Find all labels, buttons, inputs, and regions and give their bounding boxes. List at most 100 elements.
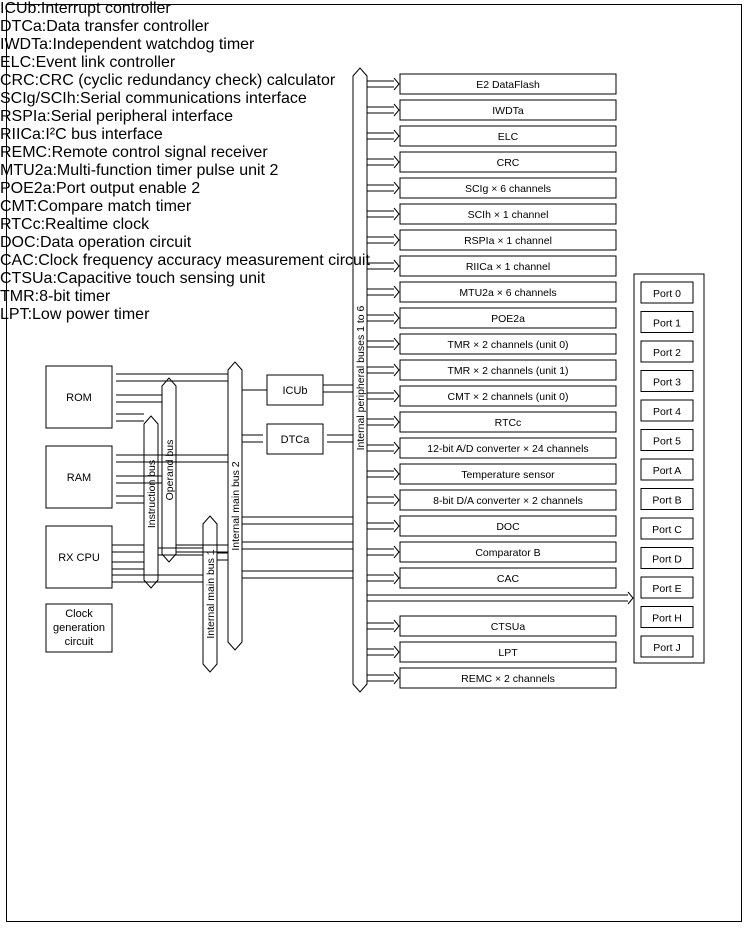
peripheral-crc: CRC xyxy=(367,151,617,173)
peripheral-riica-1-channel: RIICa × 1 channel xyxy=(367,255,617,277)
instruction-bus xyxy=(143,415,159,589)
peripheral-label: Temperature sensor xyxy=(461,469,555,481)
peripheral-tmr-2-channels-unit-0: TMR × 2 channels (unit 0) xyxy=(367,333,617,355)
legend-desc: Data operation circuit xyxy=(40,234,192,251)
legend-row: SCIg/SCIh:Serial communications interfac… xyxy=(0,90,750,108)
port-group xyxy=(633,273,705,664)
peripheral-label: CAC xyxy=(497,573,520,585)
port-box xyxy=(640,606,694,628)
peripheral-cac: CAC xyxy=(367,567,617,589)
peripheral-box xyxy=(399,541,617,563)
legend-desc: 8-bit timer xyxy=(39,288,111,305)
legend-row: LPT:Low power timer xyxy=(0,306,750,324)
peripheral-box xyxy=(399,641,617,663)
legend-row: IWDTa:Independent watchdog timer xyxy=(0,36,750,54)
port-label: Port 0 xyxy=(653,288,681,300)
peripheral-rspia-1-channel: RSPIa × 1 channel xyxy=(367,229,617,251)
legend-abbr: CAC: xyxy=(0,252,39,269)
peripheral-box xyxy=(399,515,617,537)
legend-desc: Realtime clock xyxy=(45,216,150,233)
port-label: Port E xyxy=(652,583,681,595)
clock-generation-block xyxy=(45,603,113,653)
peripheral-box xyxy=(399,307,617,329)
port-port-d: Port D xyxy=(640,547,694,569)
legend-row: REMC:Remote control signal receiver xyxy=(0,144,750,162)
port-port-h: Port H xyxy=(640,606,694,628)
port-box xyxy=(640,576,694,599)
peripheral-label: CTSUa xyxy=(491,621,526,633)
legend-abbr: RIICa: xyxy=(0,126,46,143)
port-label: Port D xyxy=(652,554,682,566)
peripheral-lpt: LPT xyxy=(367,641,617,663)
legend-desc: Serial peripheral interface xyxy=(50,108,234,125)
legend-row: CRC:CRC (cyclic redundancy check) calcul… xyxy=(0,72,750,90)
peripheral-ctsua: CTSUa xyxy=(367,615,617,637)
peripheral-iwdta: IWDTa xyxy=(367,99,617,121)
peripheral-label: SCIh × 1 channel xyxy=(468,209,549,221)
peripheral-label: DOC xyxy=(496,521,520,533)
peripheral-label: TMR × 2 channels (unit 0) xyxy=(447,339,568,351)
peripheral-label: SCIg × 6 channels xyxy=(465,183,551,195)
peripheral-label: MTU2a × 6 channels xyxy=(459,287,556,299)
peripheral-cmt-2-channels-unit-0: CMT × 2 channels (unit 0) xyxy=(367,385,617,407)
port-label: Port 2 xyxy=(653,347,681,359)
legend-abbr: RSPIa: xyxy=(0,108,51,125)
port-box xyxy=(640,399,694,422)
peripheral-box xyxy=(399,489,617,511)
peripheral-box xyxy=(399,255,617,277)
port-port-a: Port A xyxy=(640,458,694,481)
peripheral-mtu2a-6-channels: MTU2a × 6 channels xyxy=(367,281,617,303)
port-box xyxy=(640,547,694,569)
bus-connections xyxy=(112,373,634,605)
main-bus-1-label: Internal main bus 1 xyxy=(205,549,217,638)
peripheral-label: CRC xyxy=(497,157,520,169)
port-label: Port H xyxy=(652,613,682,625)
port-port-e: Port E xyxy=(640,576,694,599)
internal-main-bus-2 xyxy=(227,361,243,651)
peripheral-box xyxy=(399,359,617,381)
legend-abbr: RTCc: xyxy=(0,216,46,233)
legend-row: POE2a:Port output enable 2 xyxy=(0,180,750,198)
peripheral-box xyxy=(399,203,617,225)
legend-row: ELC:Event link controller xyxy=(0,54,750,72)
peripheral-label: E2 DataFlash xyxy=(476,79,540,91)
legend-abbr: REMC: xyxy=(0,144,52,161)
legend-desc: Remote control signal receiver xyxy=(51,144,268,161)
port-label: Port A xyxy=(653,465,682,477)
clock-label-3: circuit xyxy=(65,636,94,648)
peripheral-box xyxy=(399,385,617,407)
legend-desc: CRC (cyclic redundancy check) calculator xyxy=(39,72,336,89)
peripheral-label: 8-bit D/A converter × 2 channels xyxy=(433,495,583,507)
legend-abbr: DOC: xyxy=(0,234,40,251)
legend-desc: I²C bus interface xyxy=(45,126,163,143)
legend-abbr: TMR: xyxy=(0,288,40,305)
dtc-block xyxy=(266,423,324,455)
icu-label: ICUb xyxy=(282,385,307,397)
port-label: Port 4 xyxy=(653,406,681,418)
peripheral-elc: ELC xyxy=(367,125,617,147)
port-box xyxy=(640,340,694,363)
rom-block xyxy=(45,365,113,429)
peripheral-label: CMT × 2 channels (unit 0) xyxy=(448,391,569,403)
legend-desc: Capacitive touch sensing unit xyxy=(56,270,266,287)
rx-cpu-block xyxy=(45,525,113,589)
peripheral-rtcc: RTCc xyxy=(367,411,617,433)
legend-desc: Multi-function timer pulse unit 2 xyxy=(56,162,279,179)
peripheral-doc: DOC xyxy=(367,515,617,537)
legend-desc: Clock frequency accuracy measurement cir… xyxy=(38,252,370,269)
peripheral-box xyxy=(399,567,617,589)
legend-abbr: DTCa: xyxy=(0,18,47,35)
peripheral-8-bit-d-a-converter-2-channels: 8-bit D/A converter × 2 channels xyxy=(367,489,617,511)
port-box xyxy=(640,635,694,658)
operand-bus xyxy=(161,377,177,563)
peripheral-label: RSPIa × 1 channel xyxy=(464,235,552,247)
peripheral-label: ELC xyxy=(498,131,519,143)
peripheral-box xyxy=(399,229,617,251)
rom-label: ROM xyxy=(66,392,92,404)
port-port-b: Port B xyxy=(640,488,694,510)
legend-desc: Port output enable 2 xyxy=(56,180,201,197)
port-box xyxy=(640,370,694,392)
dtc-label: DTCa xyxy=(281,434,311,446)
